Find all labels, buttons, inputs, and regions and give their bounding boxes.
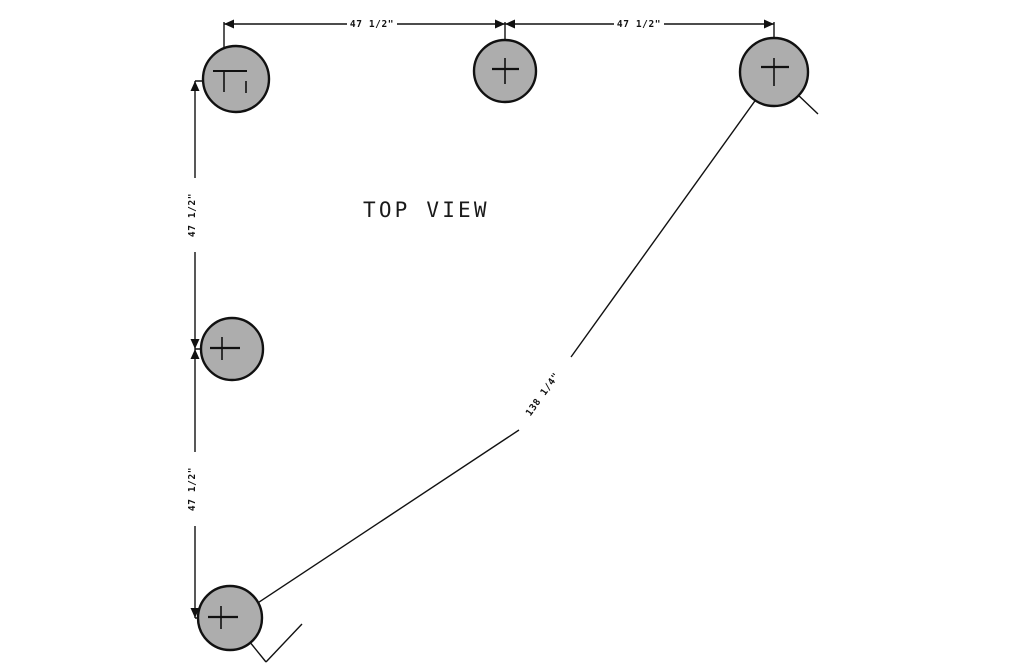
dimension-label-left-lower: 47 1/2" bbox=[187, 467, 198, 511]
dimension-label-diagonal: 138 1/4" bbox=[524, 371, 562, 419]
top-dimension-chain: 47 1/2" 47 1/2" bbox=[223, 19, 775, 100]
center-mark-middle-left bbox=[210, 337, 240, 360]
hole-group bbox=[196, 36, 810, 652]
dimension-label-left-upper: 47 1/2" bbox=[187, 193, 198, 237]
hole-top-left[interactable] bbox=[201, 44, 271, 114]
diagonal-line-lower bbox=[231, 429, 520, 621]
center-mark-top-right bbox=[761, 58, 789, 86]
center-mark-top-left bbox=[213, 70, 247, 93]
diagonal-line-upper bbox=[570, 72, 776, 358]
center-mark-top-middle bbox=[492, 58, 519, 84]
diagonal-dimension: 138 1/4" bbox=[231, 72, 819, 663]
diagonal-extension-bottom-return bbox=[265, 623, 303, 663]
center-mark-bottom-left bbox=[208, 606, 238, 629]
dimension-label-top-left: 47 1/2" bbox=[350, 19, 394, 30]
dimension-label-top-right: 47 1/2" bbox=[617, 19, 661, 30]
view-title-label: TOP VIEW bbox=[363, 198, 490, 222]
